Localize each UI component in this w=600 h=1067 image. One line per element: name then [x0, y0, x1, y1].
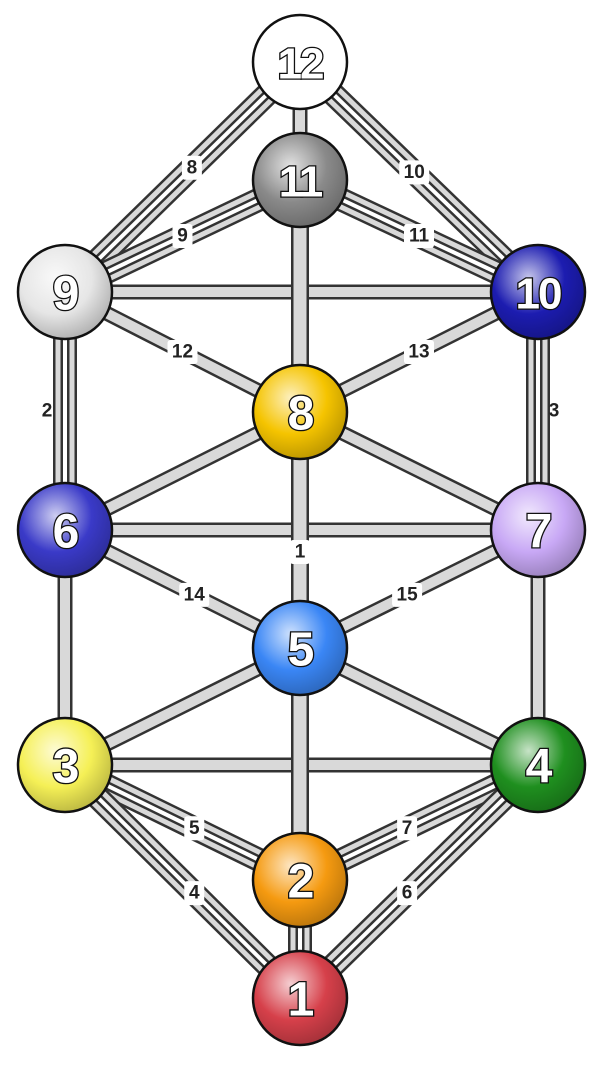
path-label-bg-6	[397, 881, 418, 906]
path-label-bg-15	[392, 582, 423, 607]
path-label-7: 7	[402, 818, 413, 839]
node-circle-1	[251, 949, 349, 1047]
node-5: 5	[251, 599, 349, 697]
path-label-3: 3	[549, 401, 560, 422]
node-8: 8	[251, 363, 349, 461]
node-label-10: 10	[516, 270, 561, 319]
node-label-8: 8	[288, 388, 314, 441]
node-circle-5	[251, 599, 349, 697]
node-label-3: 3	[53, 741, 78, 794]
node-label-5: 5	[288, 624, 314, 677]
node-label-2: 2	[288, 856, 313, 909]
path-label-bg-13	[404, 340, 434, 364]
path-label-1: 1	[295, 542, 306, 563]
path-3-to-1-rail-a	[56, 766, 299, 1007]
path-label-14: 14	[184, 584, 206, 605]
path-labels-layer: 8 10 9 11 2 3 12 13 14 15 5 7 4 6 1	[42, 155, 560, 906]
node-label-1: 1	[288, 974, 314, 1027]
path-label-bg-8	[181, 155, 202, 180]
path-label-9: 9	[177, 226, 188, 247]
path-3-to-1-rail-b	[66, 756, 309, 997]
path-label-bg-7	[397, 816, 418, 841]
path-label-11: 11	[409, 226, 430, 247]
path-label-13: 13	[408, 342, 429, 363]
node-label-7: 7	[526, 506, 551, 559]
node-circle-6	[16, 481, 114, 579]
node-circle-12	[251, 13, 349, 111]
path-label-4: 4	[189, 883, 200, 904]
node-circle-3	[16, 716, 114, 814]
path-label-bg-5	[184, 816, 205, 841]
node-circle-8	[251, 363, 349, 461]
node-6: 6	[16, 481, 114, 579]
node-10: 10	[489, 243, 587, 341]
path-label-10: 10	[404, 162, 425, 183]
node-11: 11	[251, 131, 349, 229]
node-circle-4	[489, 716, 587, 814]
node-label-11: 11	[279, 158, 323, 207]
node-4: 4	[489, 716, 587, 814]
node-12: 12	[251, 13, 349, 111]
path-label-bg-14	[179, 582, 210, 607]
node-circle-11	[251, 131, 349, 229]
path-label-15: 15	[397, 584, 419, 605]
node-circle-2	[251, 831, 349, 929]
node-label-9: 9	[53, 268, 78, 321]
path-label-6: 6	[402, 883, 413, 904]
path-label-2: 2	[42, 401, 53, 422]
node-circle-7	[489, 481, 587, 579]
path-12-to-9-rail-a	[56, 53, 299, 291]
node-3: 3	[16, 716, 114, 814]
node-1: 1	[251, 949, 349, 1047]
node-circle-10	[489, 243, 587, 341]
path-label-bg-11	[404, 224, 434, 248]
path-label-bg-1	[290, 540, 310, 564]
node-9: 9	[16, 243, 114, 341]
path-4-to-1-rail-a	[291, 756, 537, 997]
path-label-bg-4	[184, 881, 205, 906]
path-label-5: 5	[189, 818, 200, 839]
node-label-4: 4	[526, 741, 553, 794]
node-2: 2	[251, 831, 349, 929]
path-label-bg-9	[172, 224, 193, 248]
node-7: 7	[489, 481, 587, 579]
node-label-12: 12	[278, 40, 323, 89]
path-label-bg-12	[167, 340, 198, 364]
node-circle-9	[16, 243, 114, 341]
node-label-6: 6	[53, 506, 78, 559]
path-label-12: 12	[172, 342, 193, 363]
path-label-8: 8	[187, 157, 198, 178]
path-4-to-1-rail-b	[301, 766, 547, 1007]
path-label-bg-10	[399, 160, 430, 185]
